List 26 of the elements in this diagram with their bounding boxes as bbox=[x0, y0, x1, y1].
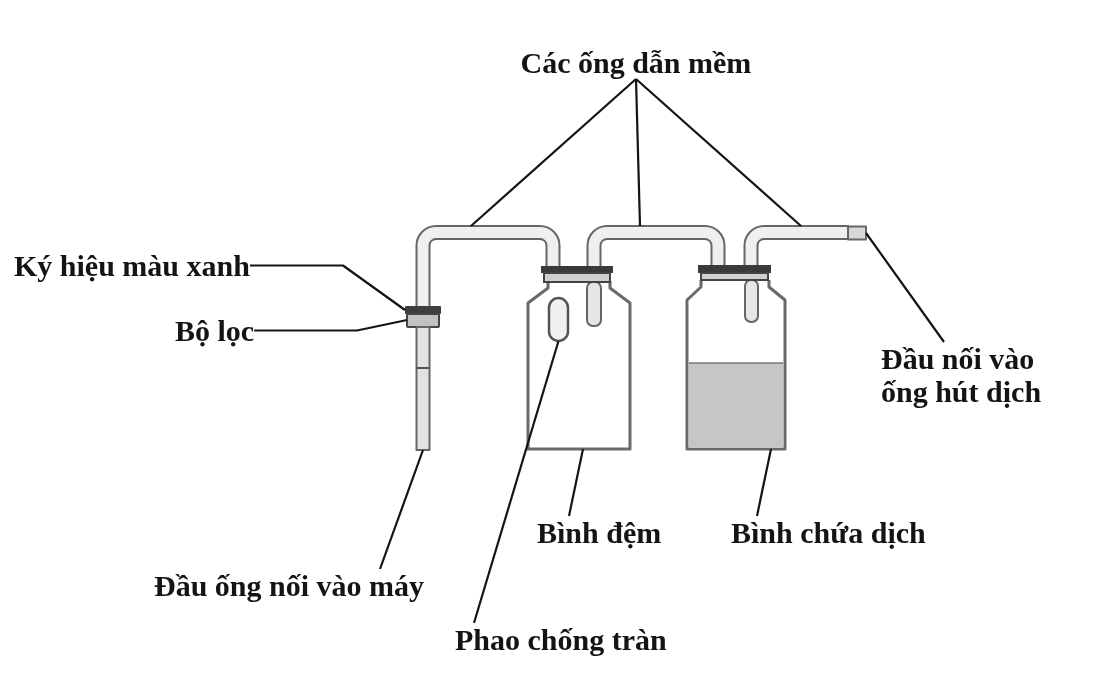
leader-line bbox=[472, 340, 560, 624]
part-label: Đầu ống nối vào máy bbox=[154, 569, 425, 602]
bottle bbox=[685, 280, 787, 451]
leader-line bbox=[755, 448, 773, 517]
bottle bbox=[526, 281, 632, 451]
leader-line bbox=[249, 264, 406, 311]
connector-tube bbox=[415, 326, 431, 451]
part-label: Phao chống tràn bbox=[455, 623, 667, 656]
leader-line bbox=[378, 449, 425, 570]
leader-line bbox=[254, 318, 408, 332]
leader-line bbox=[470, 78, 637, 227]
part-label: Đầu nối vào ống hút dịch bbox=[881, 342, 1081, 408]
leader-line bbox=[567, 448, 585, 517]
part-label: Bình chứa dịch bbox=[731, 516, 926, 549]
part-label: Bình đệm bbox=[537, 516, 662, 549]
part-label: Các ống dẫn mềm bbox=[520, 46, 752, 79]
tube-tip bbox=[847, 225, 867, 241]
hose-tube bbox=[586, 225, 726, 269]
leader-line bbox=[635, 78, 802, 227]
part-label: Bộ lọc bbox=[175, 314, 255, 347]
part-label: Ký hiệu màu xanh bbox=[14, 249, 250, 282]
hose-tube bbox=[415, 225, 561, 308]
leader-line bbox=[865, 232, 945, 343]
float bbox=[547, 296, 570, 343]
filter-ring bbox=[406, 313, 440, 328]
leader-line bbox=[634, 78, 642, 227]
